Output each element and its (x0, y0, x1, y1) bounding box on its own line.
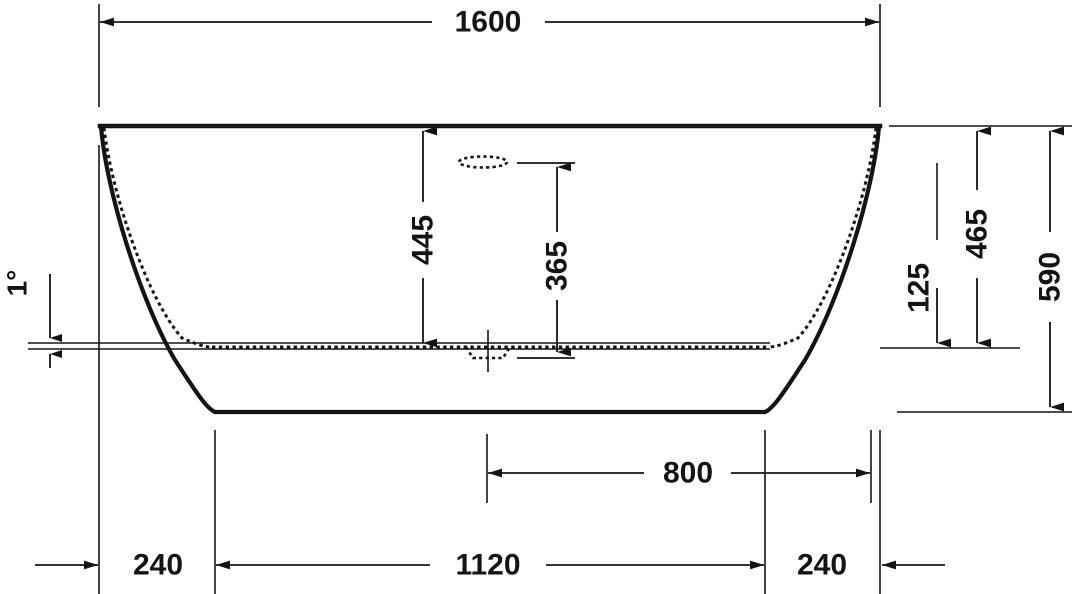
tub-right-inner-wall-hidden (767, 127, 878, 349)
dim-label-590: 590 (1034, 252, 1067, 302)
dimension-bottom-row: 240 1120 240 (35, 145, 945, 594)
dimension-angle-1deg: 1° (2, 270, 770, 368)
dim-label-125: 125 (903, 263, 936, 313)
dimension-base-height-125: 125 (903, 163, 951, 348)
dim-label-1120: 1120 (455, 549, 520, 582)
tub-left-inner-wall-hidden (102, 127, 213, 349)
dimension-rim-to-floor-465: 465 (961, 126, 994, 348)
overflow-opening-hidden (457, 155, 509, 169)
bathtub-outline (97, 123, 883, 415)
dim-label-365: 365 (541, 241, 574, 291)
tub-right-outer-wall (762, 123, 882, 415)
drain-detail (464, 330, 512, 372)
dim-label-1600: 1600 (455, 6, 522, 39)
dim-label-240-left: 240 (133, 549, 183, 582)
dim-label-445: 445 (407, 215, 440, 265)
dimension-inner-depth-445: 445 (407, 126, 440, 348)
dim-label-1deg: 1° (2, 270, 33, 297)
dim-label-800: 800 (663, 457, 713, 490)
dimension-overall-height-590: 590 (1034, 126, 1067, 412)
right-reference-lines (880, 125, 1072, 413)
dim-label-240-right: 240 (797, 549, 847, 582)
dimension-overall-width: 1600 (98, 4, 881, 107)
dimension-base-span-800: 800 (486, 430, 872, 503)
dimension-overflow-height-365: 365 (517, 162, 575, 359)
overflow-detail (457, 155, 509, 169)
dim-label-465: 465 (961, 209, 994, 259)
tub-left-outer-wall (98, 123, 218, 415)
